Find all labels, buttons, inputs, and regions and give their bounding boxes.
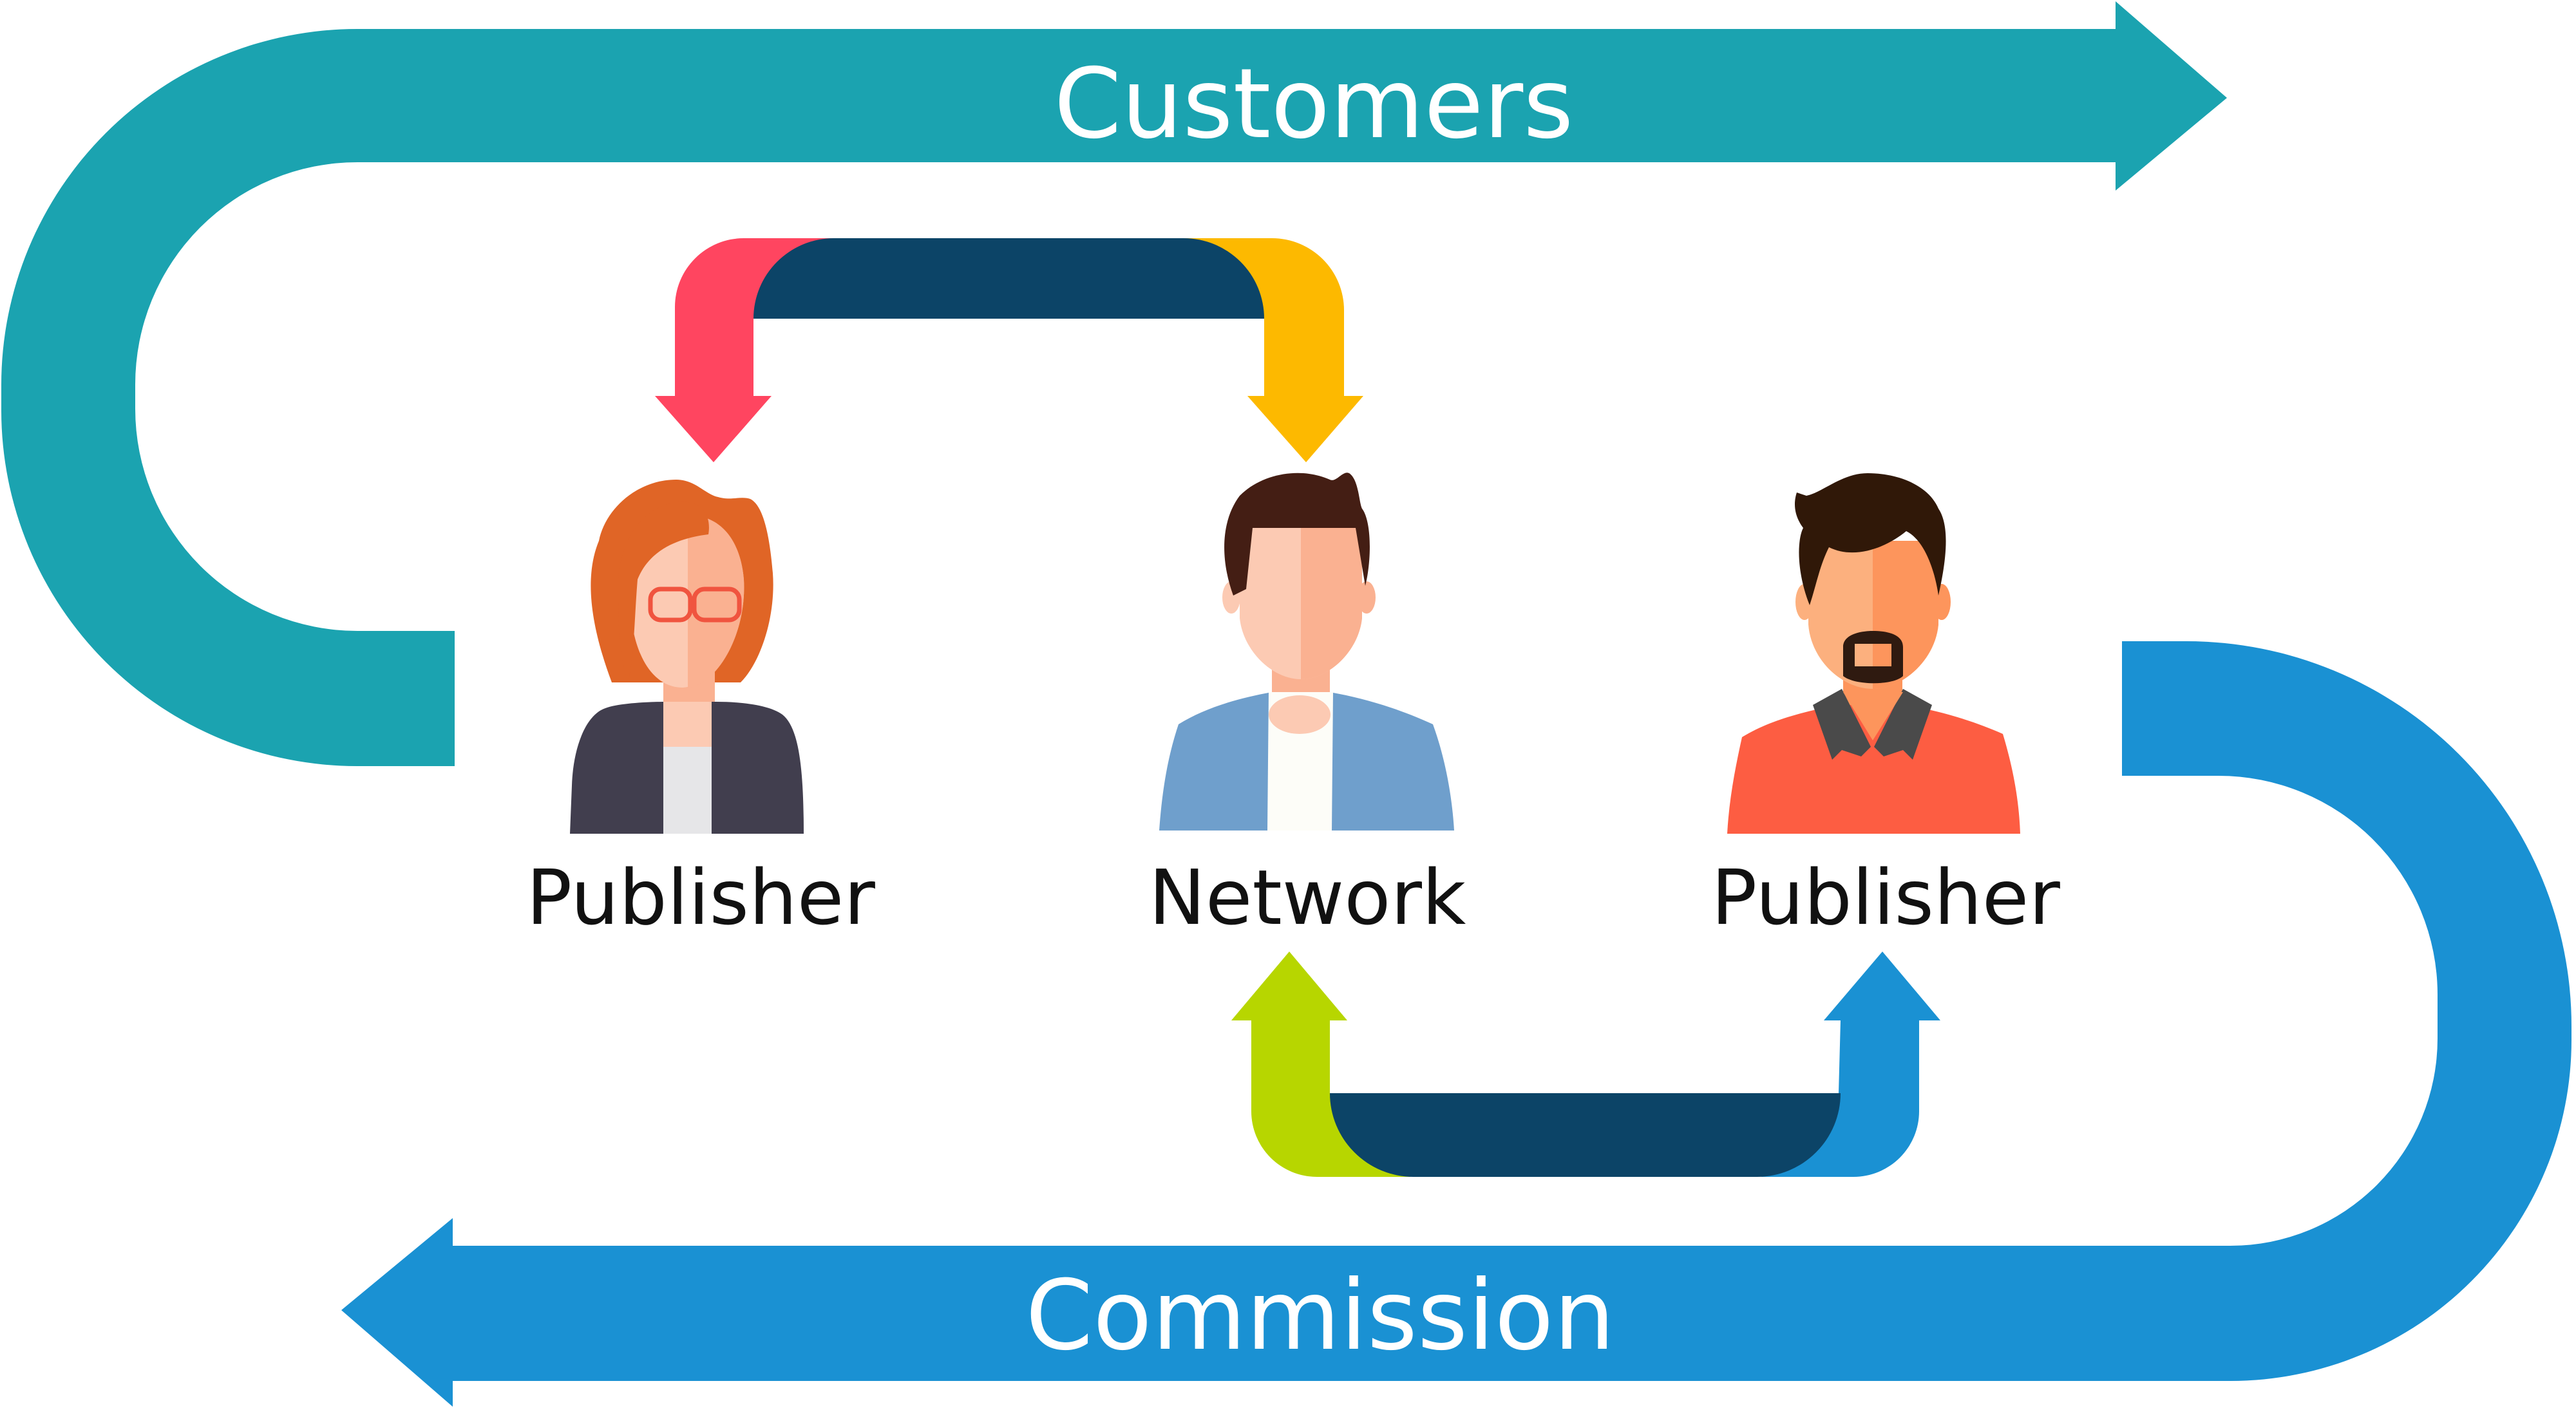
network-outbound-arrowhead	[1231, 952, 1347, 1020]
publisher-left-avatar: Publisher	[526, 480, 875, 942]
top-connector	[655, 238, 1363, 462]
publisher-outbound-arrowhead	[1824, 952, 1940, 1020]
network-label: Network	[1149, 853, 1466, 942]
customers-flow-band: Customers	[1, 1, 2227, 766]
collar-right	[1874, 689, 1932, 760]
beard-icon	[1843, 631, 1903, 684]
face-shadow	[688, 515, 744, 688]
bottom-connector	[1231, 952, 1940, 1177]
commission-label: Commission	[1025, 1260, 1615, 1372]
network-inbound-arrowhead	[1247, 396, 1363, 462]
hair	[1795, 473, 1946, 605]
face-shadow	[1301, 528, 1362, 679]
commission-arrowhead	[341, 1218, 453, 1407]
chin-shadow	[1269, 695, 1331, 734]
glasses-icon	[648, 587, 742, 623]
publisher-right-avatar: Publisher	[1711, 473, 2060, 942]
publisher-left-label: Publisher	[526, 853, 875, 942]
publisher-right-label: Publisher	[1711, 853, 2060, 942]
customers-band-path	[1, 29, 2116, 766]
shirt-opening	[1843, 692, 1903, 740]
collar	[1813, 689, 1871, 760]
shirt	[1727, 705, 2020, 834]
bottom-connector-dark-bar	[1330, 1093, 1841, 1177]
customers-arrowhead	[2116, 1, 2227, 191]
commission-flow-band: Commission	[341, 641, 2572, 1407]
hair	[1224, 473, 1370, 596]
network-avatar: Network	[1149, 473, 1466, 942]
customers-label: Customers	[1054, 48, 1574, 160]
commission-band-path	[453, 641, 2572, 1381]
shirt-collar	[663, 702, 712, 747]
top-connector-dark-bar	[753, 238, 1264, 319]
bangs	[618, 502, 709, 682]
face-shadow	[1873, 541, 1938, 689]
publisher-inbound-arrowhead	[655, 396, 772, 462]
